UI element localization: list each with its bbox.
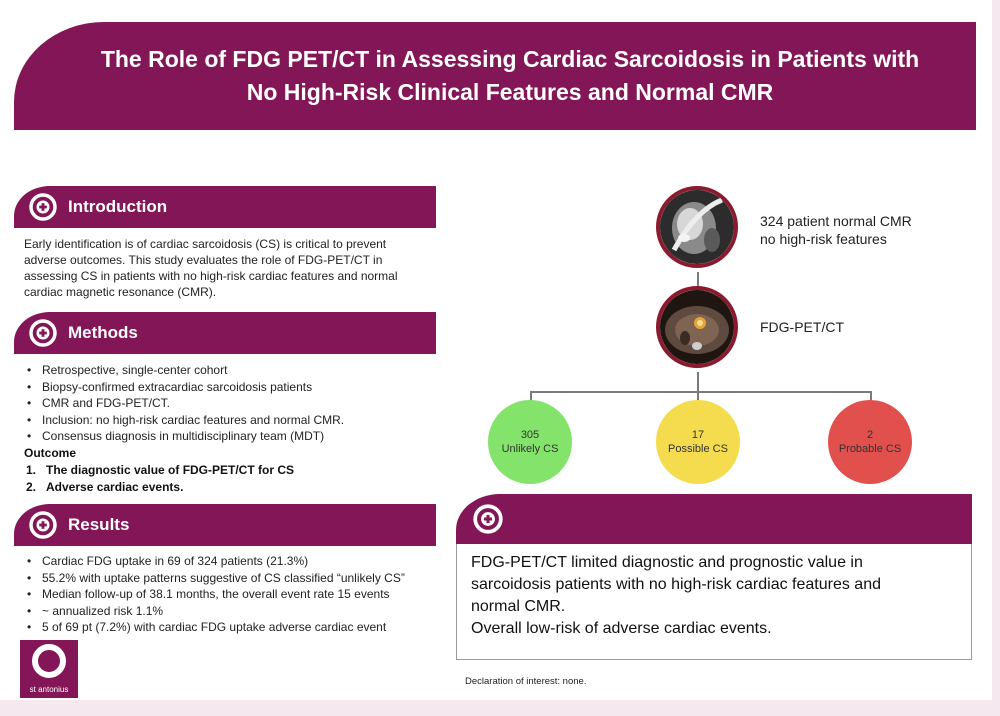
page-edge	[992, 0, 1000, 716]
possible-cs-label: Possible CS	[668, 443, 728, 455]
conclusion-text: FDG-PET/CT limited diagnostic and progno…	[471, 552, 957, 640]
cmr-label: 324 patient normal CMR no high-risk feat…	[760, 212, 912, 248]
title-banner: The Role of FDG PET/CT in Assessing Card…	[14, 22, 976, 130]
list-item: Biopsy-confirmed extracardiac sarcoidosi…	[24, 379, 344, 396]
plus-circle-icon	[29, 193, 57, 221]
list-item: 55.2% with uptake patterns suggestive of…	[24, 570, 405, 587]
logo-ring-icon	[32, 644, 66, 678]
cmr-label-line-2: no high-risk features	[760, 231, 887, 247]
pet-ct-scan-image	[660, 290, 734, 364]
conclusion-line-1: FDG-PET/CT limited diagnostic and progno…	[471, 554, 863, 571]
conclusion-line-2: sarcoidosis patients with no high-risk c…	[471, 576, 881, 593]
list-item: 2. Adverse cardiac events.	[24, 479, 294, 496]
list-item: 1. The diagnostic value of FDG-PET/CT fo…	[24, 462, 294, 479]
list-item: Median follow-up of 38.1 months, the ove…	[24, 586, 405, 603]
results-heading: Results	[68, 515, 130, 534]
page-edge	[0, 700, 1000, 716]
title-line-1: The Role of FDG PET/CT in Assessing Card…	[100, 46, 920, 72]
connector-line	[530, 391, 872, 393]
list-item: 5 of 69 pt (7.2%) with cardiac FDG uptak…	[24, 619, 405, 636]
poster: The Role of FDG PET/CT in Assessing Card…	[0, 0, 992, 700]
cmr-label-line-1: 324 patient normal CMR	[760, 213, 912, 229]
title-line-2: No High-Risk Clinical Features and Norma…	[246, 79, 774, 105]
connector-line	[697, 272, 699, 286]
cmr-image	[656, 186, 738, 268]
introduction-text: Early identification is of cardiac sarco…	[24, 237, 398, 299]
list-item: Cardiac FDG uptake in 69 of 324 patients…	[24, 553, 405, 570]
outcome-text: Adverse cardiac events.	[46, 480, 184, 494]
unlikely-cs-count: 305	[520, 429, 540, 441]
probable-cs-label: Probable CS	[838, 443, 902, 455]
logo-text: st antonius	[29, 685, 69, 694]
outcome-list: 1. The diagnostic value of FDG-PET/CT fo…	[24, 462, 294, 496]
probable-cs-circle: 2 Probable CS	[828, 400, 912, 484]
connector-line	[697, 372, 699, 392]
st-antonius-logo: st antonius	[20, 640, 78, 698]
introduction-heading: Introduction	[68, 197, 168, 216]
methods-header: Methods	[14, 312, 436, 354]
patient-flow-diagram: 324 patient normal CMR no high-risk feat…	[440, 180, 990, 484]
connector-line	[697, 391, 699, 403]
plus-circle-icon	[29, 511, 57, 539]
pet-ct-label: FDG-PET/CT	[760, 319, 844, 335]
probable-cs-count: 2	[866, 429, 874, 441]
plus-circle-icon	[473, 504, 503, 534]
list-number: 1.	[26, 463, 37, 477]
conclusion-line-3: normal CMR.	[471, 598, 566, 615]
conclusion-box: FDG-PET/CT limited diagnostic and progno…	[456, 544, 972, 660]
unlikely-cs-circle: 305 Unlikely CS	[488, 400, 572, 484]
outcome-label: Outcome	[24, 446, 77, 460]
list-item: Consensus diagnosis in multidisciplinary…	[24, 428, 344, 445]
methods-list: Retrospective, single-center cohort Biop…	[24, 362, 344, 445]
cmr-scan-image	[660, 190, 734, 264]
plus-circle-icon	[29, 319, 57, 347]
list-number: 2.	[26, 480, 37, 494]
pet-ct-image	[656, 286, 738, 368]
connector-line	[870, 391, 872, 403]
possible-cs-circle: 17 Possible CS	[656, 400, 740, 484]
list-item: Inclusion: no high-risk cardiac features…	[24, 412, 344, 429]
possible-cs-count: 17	[691, 429, 705, 441]
results-header: Results	[14, 504, 436, 546]
list-item: CMR and FDG-PET/CT.	[24, 395, 344, 412]
unlikely-cs-label: Unlikely CS	[501, 443, 559, 455]
outcome-text: The diagnostic value of FDG-PET/CT for C…	[46, 463, 295, 477]
list-item: ~ annualized risk 1.1%	[24, 603, 405, 620]
introduction-header: Introduction	[14, 186, 436, 228]
list-item: Retrospective, single-center cohort	[24, 362, 344, 379]
poster-title: The Role of FDG PET/CT in Assessing Card…	[65, 43, 925, 109]
declaration-of-interest: Declaration of interest: none.	[465, 676, 587, 687]
methods-heading: Methods	[68, 323, 138, 342]
conclusion-header	[456, 494, 972, 544]
results-list: Cardiac FDG uptake in 69 of 324 patients…	[24, 553, 405, 636]
connector-line	[530, 391, 532, 403]
conclusion-line-4: Overall low-risk of adverse cardiac even…	[471, 620, 772, 637]
